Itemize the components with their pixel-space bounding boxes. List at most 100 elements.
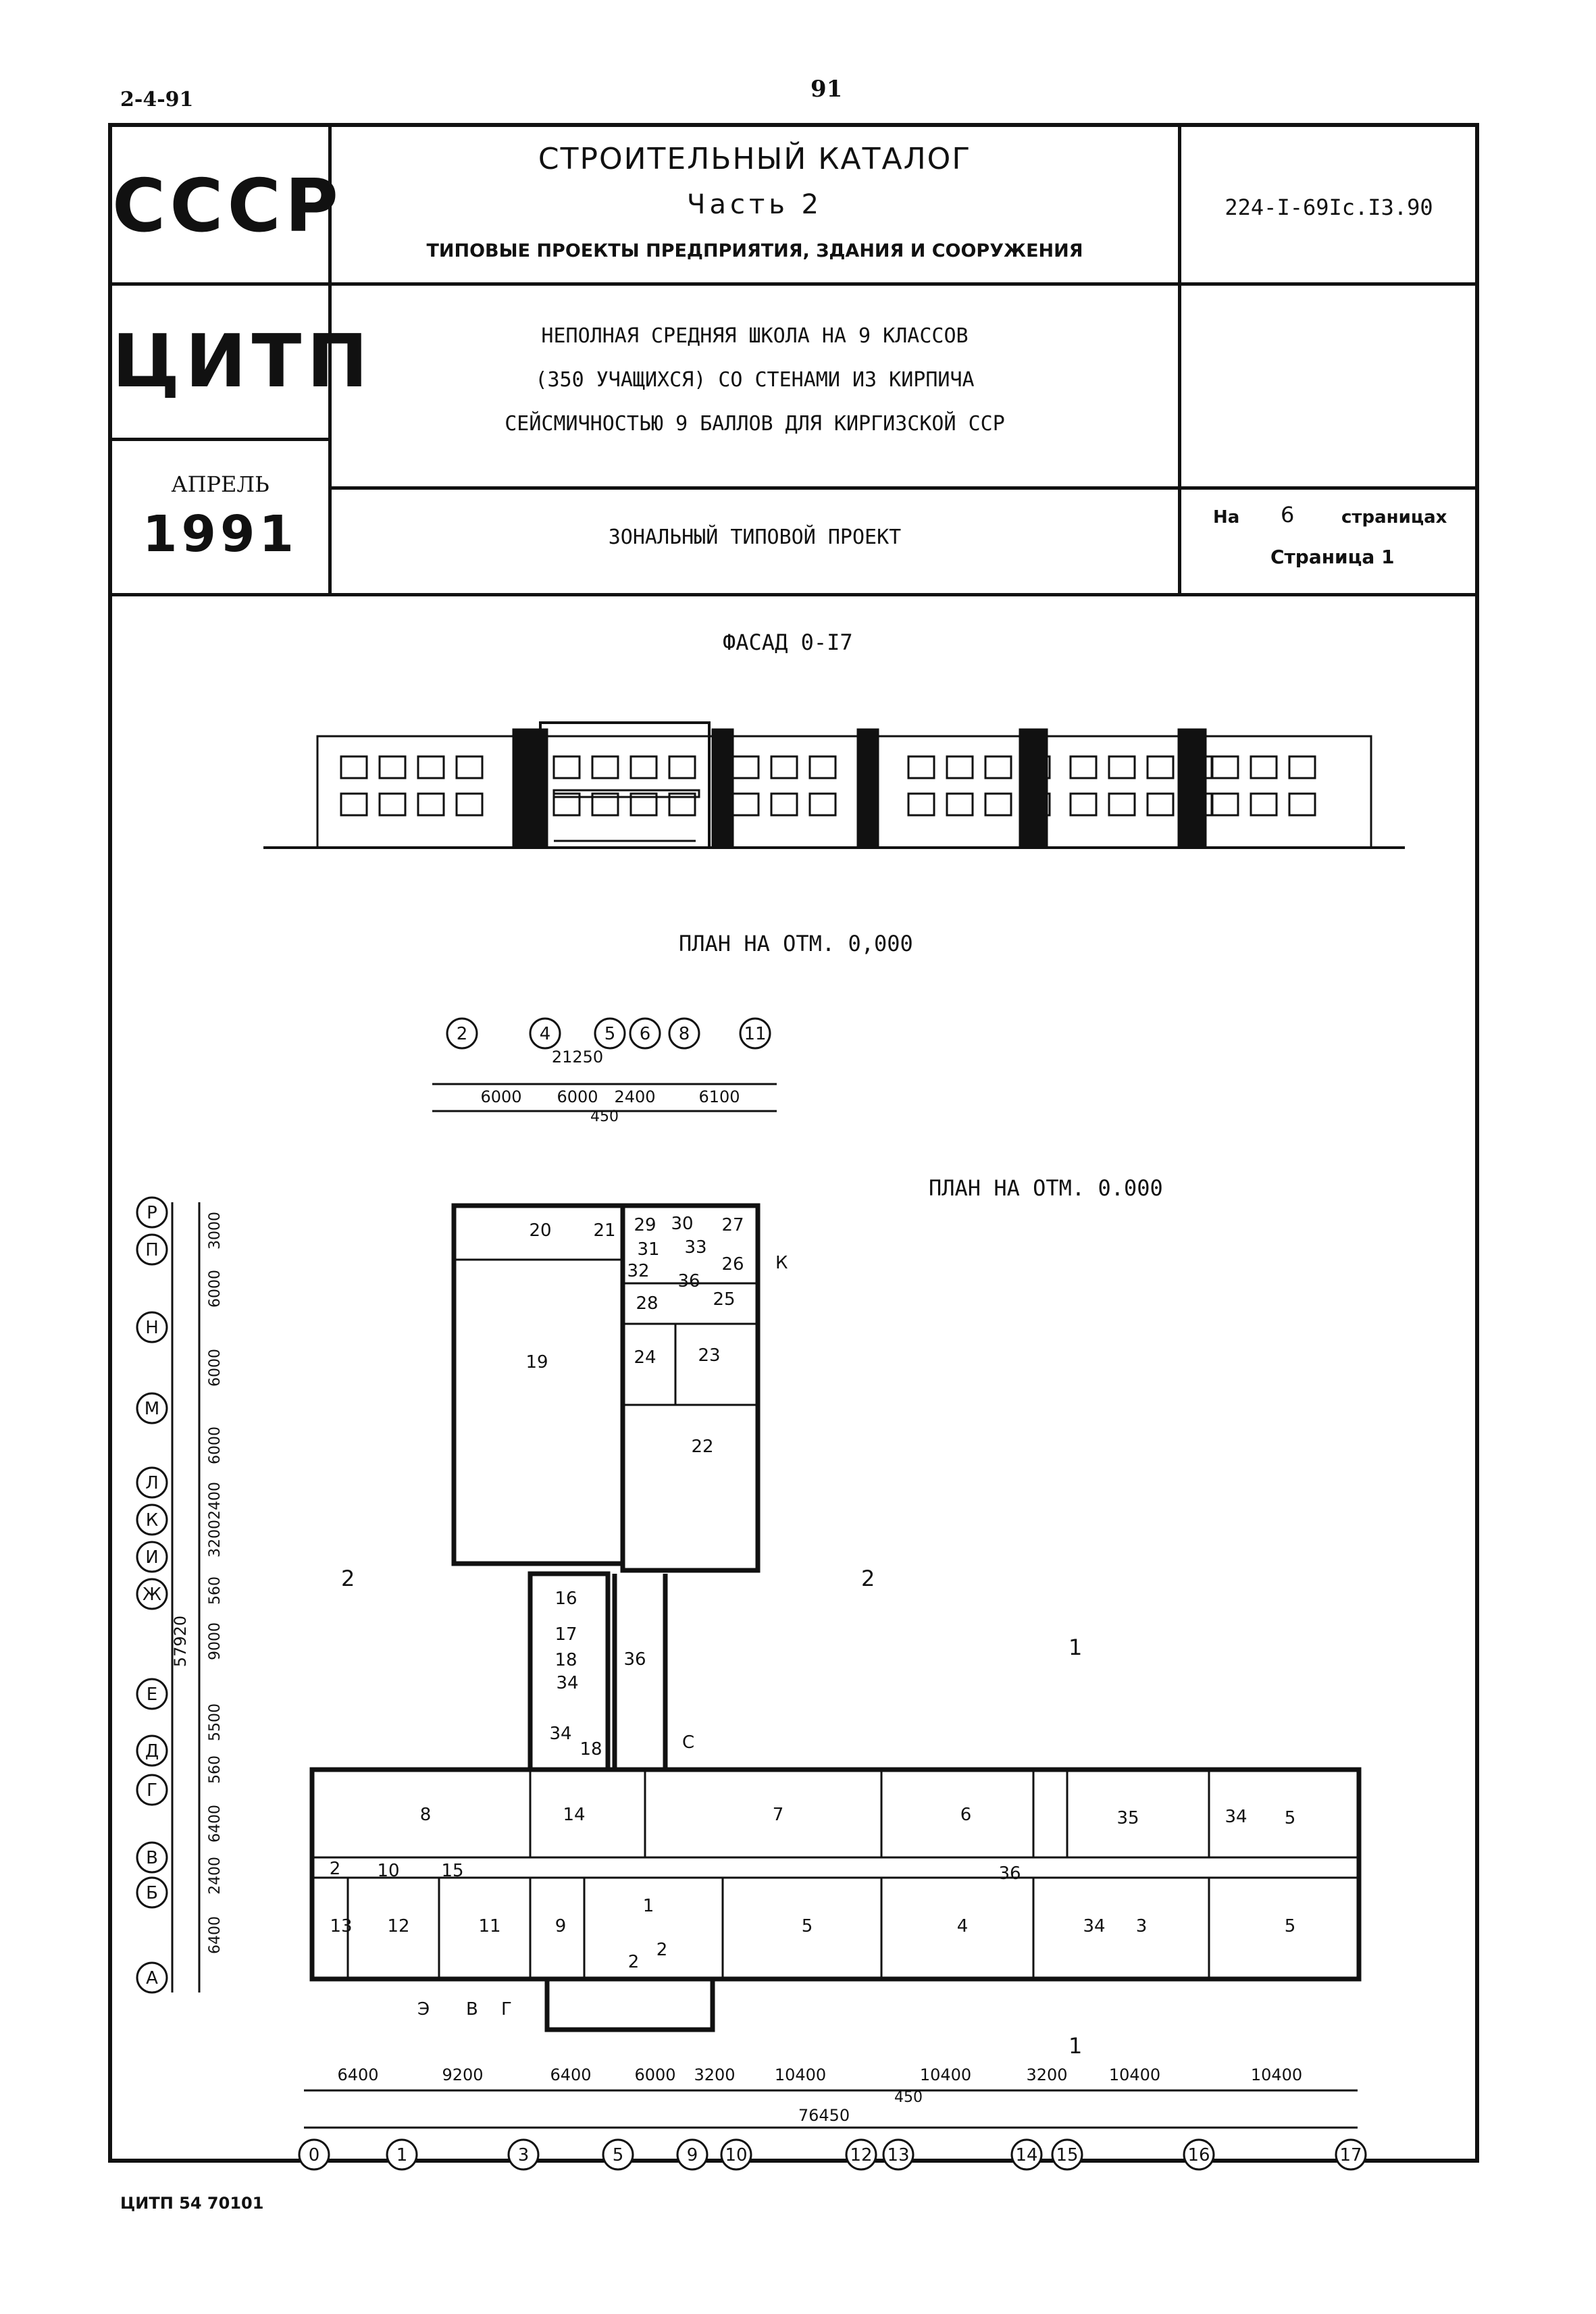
catalog-part-subtitle: ТИПОВЫЕ ПРОЕКТЫ ПРЕДПРИЯТИЯ, ЗДАНИЯ И СО… <box>426 240 1083 261</box>
bottom-axis-marker-label: 0 <box>309 2145 320 2165</box>
facade-window <box>1023 792 1051 817</box>
left-axis-marker <box>136 1311 168 1343</box>
top-dimension: 6100 <box>698 1087 740 1106</box>
facade-window <box>1250 755 1278 779</box>
left-dimension: 6000 <box>207 1426 224 1464</box>
facade-window <box>1108 792 1136 817</box>
facade-window <box>591 792 619 817</box>
room-number: 18 <box>555 1650 577 1670</box>
left-axis-marker-label: Б <box>146 1883 158 1903</box>
facade-window <box>455 792 484 817</box>
top-axis-marker-label: 2 <box>457 1024 468 1044</box>
facade-window <box>984 755 1012 779</box>
entry-label-g: Г <box>501 1999 512 2020</box>
plan-title-2: ПЛАН НА ОТМ. 0.000 <box>929 1175 1163 1201</box>
facade-window <box>1250 792 1278 817</box>
facade-window <box>1146 792 1175 817</box>
section-mark-1-bottom: 1 <box>1069 2033 1083 2059</box>
left-dimension: 2400 <box>207 1482 224 1520</box>
room-number: 34 <box>549 1724 571 1744</box>
bottom-axis-marker <box>386 2138 418 2171</box>
left-axis-marker <box>136 1876 168 1909</box>
room-number: 23 <box>698 1345 720 1366</box>
left-axis-marker <box>136 1678 168 1710</box>
left-axis-marker <box>136 1392 168 1424</box>
left-axis-marker-label: Р <box>147 1203 157 1223</box>
left-axis-marker-label: Ж <box>143 1585 161 1605</box>
left-dimension: 560 <box>207 1576 224 1605</box>
bottom-dimension: 9200 <box>442 2065 483 2084</box>
left-axis-marker <box>136 1774 168 1806</box>
facade-window <box>668 755 696 779</box>
entry-label-s: С <box>682 1732 695 1753</box>
top-axis-marker-label: 6 <box>640 1024 651 1044</box>
top-axis-marker <box>529 1017 561 1050</box>
bottom-axis-marker <box>845 2138 877 2171</box>
left-dimension: 6000 <box>207 1349 224 1387</box>
title-sheet-frame: СССР ЦИТП АПРЕЛЬ 1991 СТРОИТЕЛЬНЫЙ КАТАЛ… <box>108 123 1479 2163</box>
room-number: 25 <box>713 1289 735 1310</box>
plan-title-1: ПЛАН НА ОТМ. 0,000 <box>679 931 913 956</box>
facade-window <box>378 792 407 817</box>
room-number: 36 <box>998 1863 1021 1884</box>
room-number: 13 <box>330 1916 352 1936</box>
bottom-small-dimension: 450 <box>894 2089 923 2106</box>
document-code: 224-I-69Ic.I3.90 <box>1225 195 1433 220</box>
left-dimension: 3200 <box>207 1520 224 1558</box>
left-axis-marker <box>136 1503 168 1536</box>
top-dimension: 6000 <box>480 1087 521 1106</box>
left-axis-marker <box>136 1466 168 1499</box>
sheet-code: 2-4-91 <box>120 88 194 111</box>
bottom-axis-marker <box>1335 2138 1367 2171</box>
bottom-dimension: 3200 <box>694 2065 735 2084</box>
bottom-axis-marker <box>1183 2138 1215 2171</box>
top-axis-marker <box>668 1017 700 1050</box>
zonal-project-label: ЗОНАЛЬНЫЙ ТИПОВОЙ ПРОЕКТ <box>608 525 902 549</box>
catalog-part: Часть 2 <box>687 189 823 220</box>
bottom-dimension: 10400 <box>775 2065 826 2084</box>
left-dimension: 560 <box>207 1755 224 1784</box>
room-number: 8 <box>420 1805 432 1825</box>
facade-window <box>417 755 445 779</box>
bottom-total-dimension: 76450 <box>798 2106 850 2125</box>
left-axis-marker <box>136 1541 168 1573</box>
left-axis-marker <box>136 1961 168 1994</box>
left-axis-marker-label: Д <box>145 1741 159 1762</box>
facade-window <box>731 792 760 817</box>
org-label: ЦИТП <box>112 319 374 404</box>
bottom-axis-marker-label: 10 <box>725 2145 747 2165</box>
bottom-axis-marker <box>1051 2138 1083 2171</box>
facade-window <box>1023 755 1051 779</box>
room-number: 36 <box>677 1271 700 1291</box>
room-number: 7 <box>773 1805 784 1825</box>
left-axis-marker-label: Н <box>145 1318 159 1338</box>
left-axis-marker-label: Е <box>147 1685 157 1705</box>
facade-window <box>378 755 407 779</box>
facade-window <box>1288 792 1316 817</box>
room-number: 15 <box>441 1861 463 1881</box>
facade-window <box>1211 755 1239 779</box>
facade-window <box>984 792 1012 817</box>
left-dimension: 6400 <box>207 1805 224 1843</box>
room-number: 17 <box>555 1624 577 1645</box>
bottom-dimension: 6400 <box>550 2065 591 2084</box>
facade-window <box>1146 755 1175 779</box>
facade-window <box>1069 755 1098 779</box>
room-number: 30 <box>671 1214 693 1234</box>
section-mark-1-top: 1 <box>1069 1635 1083 1660</box>
room-number: 2 <box>330 1859 341 1879</box>
project-title-line-1: НЕПОЛНАЯ СРЕДНЯЯ ШКОЛА НА 9 КЛАССОВ <box>541 324 969 348</box>
top-small-dimension: 450 <box>590 1108 619 1125</box>
left-axis-marker-label: П <box>145 1240 159 1260</box>
left-axis-marker <box>136 1734 168 1767</box>
project-title-line-2: (350 УЧАЩИХСЯ) СО СТЕНАМИ ИЗ КИРПИЧА <box>535 368 975 392</box>
facade-window <box>455 755 484 779</box>
top-axis-marker-label: 8 <box>679 1024 690 1044</box>
page-index-label: Страница 1 <box>1270 546 1395 568</box>
bottom-axis-marker-label: 13 <box>887 2145 909 2165</box>
left-dimension: 3000 <box>207 1212 224 1250</box>
top-axis-marker-label: 5 <box>604 1024 616 1044</box>
left-axis-marker-label: Г <box>147 1780 157 1801</box>
bottom-axis-marker <box>720 2138 752 2171</box>
room-number: 24 <box>634 1347 656 1368</box>
